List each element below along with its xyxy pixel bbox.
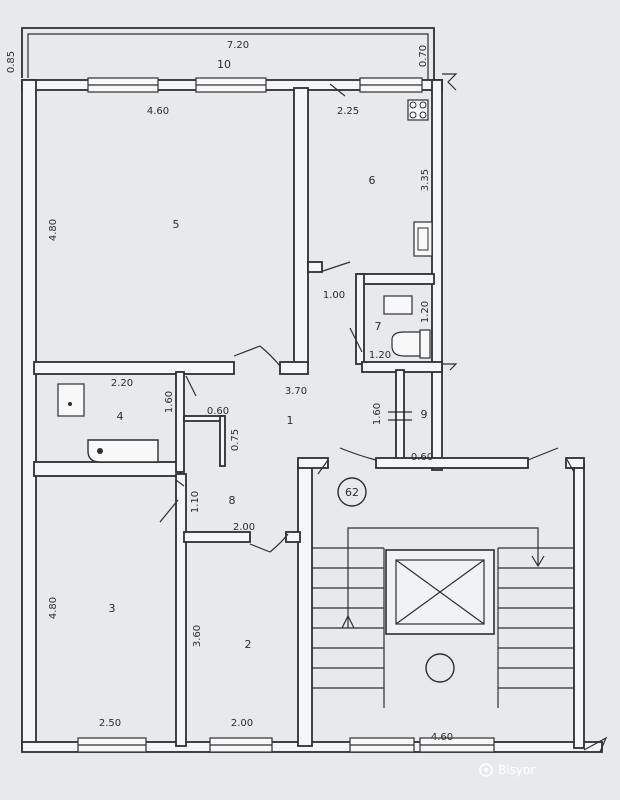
apartment-number-circle [337, 477, 367, 507]
watermark: Bisyor [479, 763, 535, 777]
apartment-number: 62 [345, 486, 359, 499]
dim-right-offset: 0.70 [418, 45, 429, 67]
bath-sink-icon [57, 383, 85, 417]
room-3: 3 [109, 602, 116, 615]
stairwell [312, 477, 574, 708]
dim-stair-width: 4.60 [431, 732, 453, 743]
dim-room6-width: 2.25 [337, 106, 359, 117]
room-8: 8 [229, 494, 236, 507]
dim-room5-width: 4.60 [147, 106, 169, 117]
windows [77, 77, 495, 753]
dim-closet-width: 0.60 [207, 406, 229, 417]
room-numbers: 1 2 3 4 5 6 7 8 9 10 62 [109, 58, 428, 651]
room-1: 1 [287, 414, 294, 427]
room-7: 7 [375, 320, 382, 333]
dim-left-offset: 0.85 [6, 51, 17, 73]
dim-hall-height: 1.10 [190, 491, 201, 513]
stair-direction-arrow [347, 527, 539, 628]
dim-room3-height: 4.80 [48, 597, 59, 619]
dim-room6-height: 3.35 [420, 169, 431, 191]
dim-bath-wc-width: 1.20 [369, 350, 391, 361]
room-6: 6 [369, 174, 376, 187]
dim-hall-width: 2.00 [233, 522, 255, 533]
kitchen-sink-icon [413, 221, 433, 257]
interior-walls [33, 87, 585, 747]
dim-bath-wc-height: 1.20 [420, 301, 431, 323]
wc-sink-icon [383, 295, 413, 315]
dim-closet9-length: 1.60 [372, 403, 383, 425]
stove-icon [407, 99, 429, 121]
dimension-labels: 7.20 0.85 0.70 4.60 4.80 2.25 3.35 1.00 … [6, 40, 453, 743]
dim-top-width: 7.20 [227, 40, 249, 51]
dim-door-width: 1.00 [323, 290, 345, 301]
door-swings [159, 73, 608, 753]
dim-room5-height: 4.80 [48, 219, 59, 241]
dim-room2-height: 3.60 [192, 625, 203, 647]
dim-room2-width: 2.00 [231, 718, 253, 729]
room-5: 5 [173, 218, 180, 231]
dim-room3-width: 2.50 [99, 718, 121, 729]
stair-column-icon [425, 653, 455, 683]
room-2: 2 [245, 638, 252, 651]
room-10: 10 [217, 58, 231, 71]
dim-bath-height: 1.60 [164, 391, 175, 413]
watermark-text: Bisyor [498, 763, 535, 777]
closet-9-marker [388, 411, 412, 421]
dim-closet-height: 0.75 [230, 429, 241, 451]
fixtures [57, 99, 433, 463]
dim-closet9-width: 0.60 [411, 452, 433, 463]
bathtub-icon [87, 439, 159, 463]
balcony-outline [21, 27, 435, 80]
room-4: 4 [117, 410, 124, 423]
dim-corridor-width: 3.70 [285, 386, 307, 397]
dim-bath-width: 2.20 [111, 378, 133, 389]
stair-steps-right [497, 547, 574, 708]
toilet-icon [391, 331, 421, 357]
room-9: 9 [421, 408, 428, 421]
watermark-logo-icon [479, 763, 493, 777]
